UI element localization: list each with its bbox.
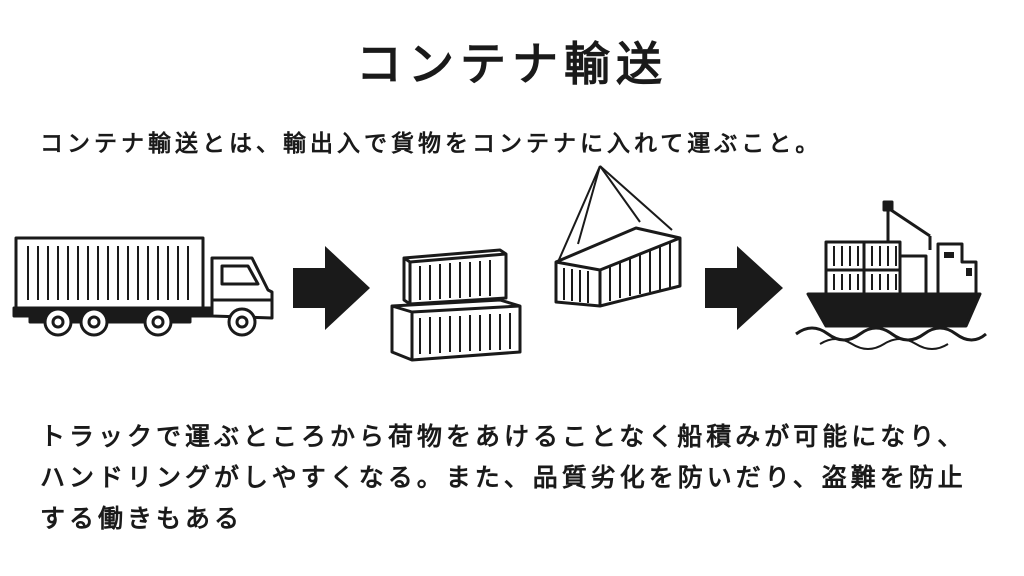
arrow-right-icon xyxy=(293,246,370,330)
illustration-row xyxy=(12,165,987,362)
truck-icon xyxy=(12,236,274,337)
crane-lifted-container-icon xyxy=(554,165,682,308)
page-title: コンテナ輸送 xyxy=(356,37,668,91)
definition-text: コンテナ輸送とは、輸出入で貨物をコンテナに入れて運ぶこと。 xyxy=(40,131,823,157)
arrow-right-icon xyxy=(705,246,783,330)
stacked-containers-icon xyxy=(390,248,522,362)
cargo-ship-icon xyxy=(795,200,987,350)
description-text: トラックで運ぶところから荷物をあけることなく船積みが可能になり、ハンドリングがし… xyxy=(40,422,967,533)
